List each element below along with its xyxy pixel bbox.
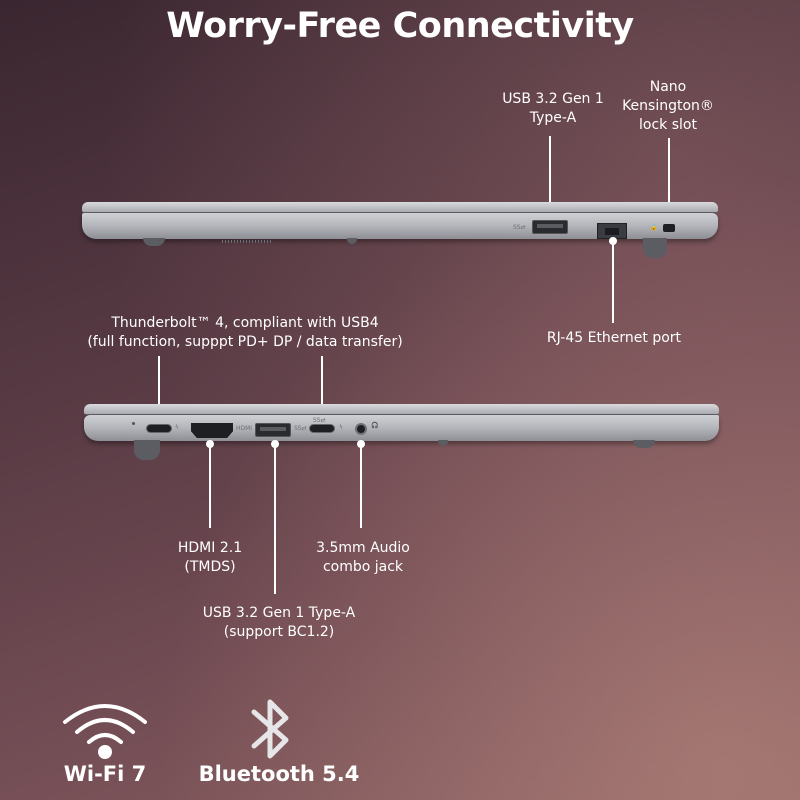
audio-jack [355, 423, 367, 435]
label-usb-a-left: USB 3.2 Gen 1 Type-A (support BC1.2) [202, 605, 356, 640]
label-kensington: Nano Kensington® lock slot [622, 79, 714, 133]
label-thunderbolt: Thunderbolt™ 4, compliant with USB4 (ful… [87, 315, 403, 350]
leader-line-audio [360, 446, 362, 528]
air-vent [222, 240, 272, 243]
hdmi-mark: HDMI [236, 425, 253, 432]
leader-dot-hdmi [206, 440, 214, 448]
laptop-lid-left [84, 404, 719, 414]
thunderbolt-port-1 [146, 424, 172, 433]
usb-a-port-left [255, 423, 291, 437]
laptop-lid-right [82, 202, 718, 212]
usb-mark: SS⇄ [513, 224, 526, 231]
usb-mark: SS⇄ [294, 425, 307, 432]
thunderbolt-port-2 [309, 424, 335, 433]
laptop-foot [633, 440, 655, 448]
label-hdmi: HDMI 2.1 (TMDS) [177, 540, 243, 575]
laptop-base-left [84, 415, 719, 441]
wifi-label: Wi-Fi 7 [63, 762, 147, 786]
leader-line-thunderbolt-2 [321, 356, 323, 422]
lightning-icon: ϟ [339, 424, 343, 431]
headset-icon: 🎧 [371, 422, 379, 429]
bluetooth-icon [251, 699, 289, 759]
page-title: Worry-Free Connectivity [166, 6, 634, 46]
laptop-foot [643, 238, 667, 258]
laptop-foot [438, 440, 448, 446]
leader-line-rj45 [612, 243, 614, 323]
leader-dot-usb-a-left [271, 440, 279, 448]
leader-line-kensington [668, 138, 670, 220]
laptop-foot [347, 238, 357, 244]
leader-line-thunderbolt-1 [158, 356, 160, 422]
lock-icon: 🔒 [650, 224, 658, 231]
leader-line-usb-a-right [549, 136, 551, 216]
wifi-icon [63, 704, 147, 759]
hdmi-port [191, 423, 233, 438]
bluetooth-label: Bluetooth 5.4 [198, 762, 360, 786]
leader-line-hdmi [209, 446, 211, 528]
label-rj45: RJ-45 Ethernet port [546, 330, 682, 346]
usbc-mark: SS⇄ [313, 417, 326, 424]
laptop-foot [134, 440, 160, 460]
leader-line-usb-a-left [274, 446, 276, 594]
label-usb-a-right: USB 3.2 Gen 1 Type-A [502, 91, 604, 126]
laptop-foot [143, 238, 165, 246]
power-led [132, 422, 135, 425]
kensington-lock-slot [663, 224, 675, 232]
label-audio: 3.5mm Audio combo jack [316, 540, 410, 575]
usb-a-port-right [532, 220, 568, 234]
leader-dot-rj45 [609, 237, 617, 245]
leader-dot-audio [357, 440, 365, 448]
lightning-icon: ϟ [175, 424, 179, 431]
